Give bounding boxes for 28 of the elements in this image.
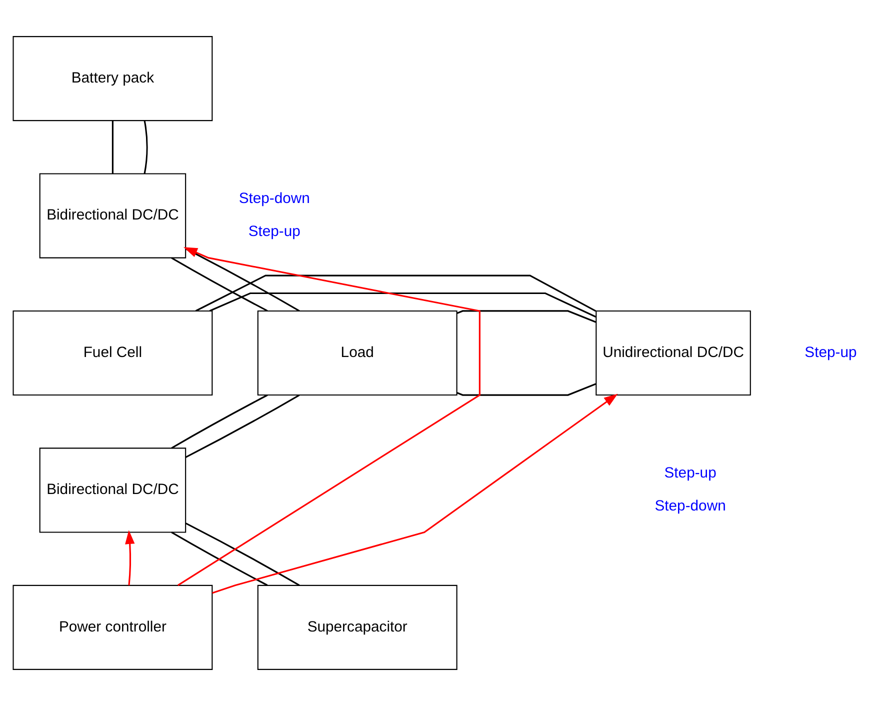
connector bbox=[456, 383, 596, 396]
connector bbox=[208, 292, 596, 318]
node-box: Load bbox=[256, 310, 457, 396]
node-box: Fuel Cell bbox=[12, 310, 212, 396]
node-label: Step-down bbox=[238, 191, 310, 208]
node-label: Step-down bbox=[654, 498, 726, 515]
arrow bbox=[124, 530, 134, 586]
node-box: Power controller bbox=[12, 584, 212, 670]
connector bbox=[170, 532, 268, 586]
node-label: Step-up bbox=[248, 224, 300, 240]
node-box: Bidirectional DC/DC bbox=[38, 173, 186, 258]
connector bbox=[184, 394, 300, 458]
node-label: Step-up bbox=[664, 466, 716, 482]
arrow bbox=[176, 247, 480, 586]
node-box: Bidirectional DC/DC bbox=[38, 448, 186, 533]
connector bbox=[185, 522, 300, 586]
node-box: Unidirectional DC/DC bbox=[595, 310, 750, 396]
connector bbox=[170, 257, 268, 312]
connector bbox=[143, 120, 148, 174]
connector bbox=[194, 274, 596, 312]
connector bbox=[170, 394, 268, 449]
node-box: Battery pack bbox=[12, 36, 212, 122]
connector bbox=[185, 248, 300, 312]
connector bbox=[111, 120, 113, 174]
node-label: Step-up bbox=[804, 344, 856, 361]
arrow bbox=[212, 394, 618, 594]
connector bbox=[456, 310, 596, 323]
node-box: Supercapacitor bbox=[256, 584, 457, 670]
